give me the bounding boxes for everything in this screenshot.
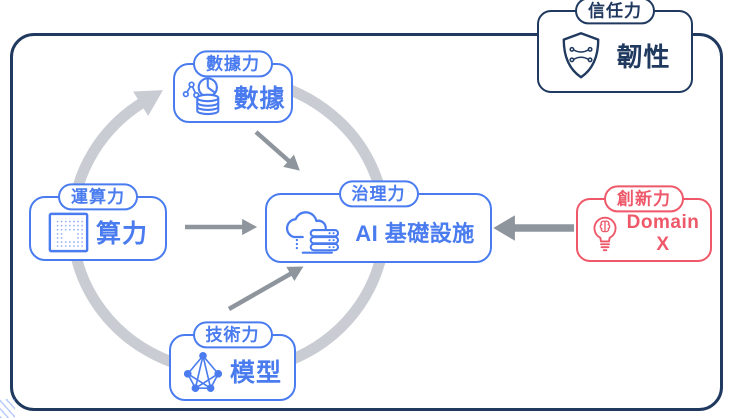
- node-innovation-label-line1: Domain: [626, 212, 700, 234]
- node-technology-power: 技術力 模型: [169, 321, 296, 401]
- chip-icon: [48, 212, 89, 252]
- node-innovation-label-line2: X: [656, 233, 670, 255]
- badge-governance-power: 治理力: [338, 180, 419, 208]
- node-trust-label: 韌性: [616, 41, 671, 72]
- pie-chart-database-icon: [183, 76, 220, 115]
- cloud-servers-icon: [286, 211, 340, 254]
- badge-trust-power: 信任力: [575, 0, 655, 25]
- badge-innovation-power: 創新力: [604, 185, 684, 213]
- node-innovation-label: Domain X: [627, 212, 700, 255]
- node-technology-label: 模型: [229, 359, 282, 387]
- lightbulb-brain-icon: [593, 216, 617, 252]
- node-data-power: 數據力 數據: [173, 50, 293, 123]
- corner-stripes-decoration: [0, 399, 15, 418]
- badge-data-power: 數據力: [193, 50, 273, 78]
- node-trust-power: 信任力 韌性: [537, 0, 693, 93]
- arrow-technology-to-governance: [227, 266, 304, 311]
- network-graph-icon: [183, 351, 223, 392]
- badge-compute-power: 運算力: [58, 183, 138, 211]
- node-data-label: 數據: [233, 84, 286, 113]
- arrow-data-to-governance: [254, 130, 300, 171]
- node-governance-power: 治理力 AI 基礎設施: [265, 180, 492, 263]
- shield-circuit-icon: [563, 31, 600, 78]
- node-compute-label: 算力: [95, 220, 148, 248]
- node-innovation-power: 創新力 Domain X: [576, 185, 712, 262]
- badge-technology-power: 技術力: [192, 321, 273, 349]
- node-compute-power: 運算力 算力: [29, 183, 167, 261]
- node-governance-label: AI 基礎設施: [355, 220, 475, 246]
- outer-frame: [10, 33, 723, 411]
